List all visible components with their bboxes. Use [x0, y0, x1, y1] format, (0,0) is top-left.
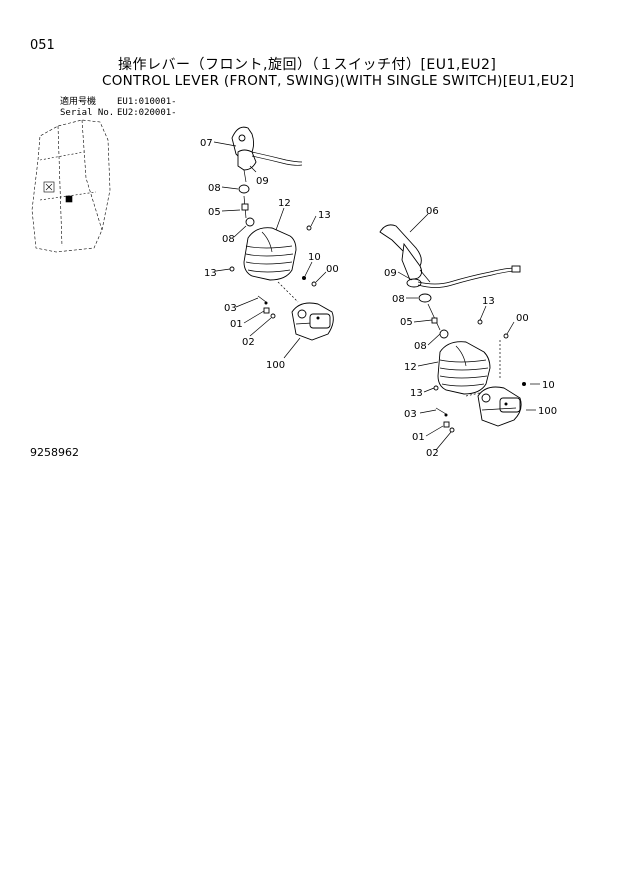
left-screw-13b	[229, 266, 235, 272]
callout-left-03: 03	[224, 303, 237, 314]
right-rod-nut	[431, 317, 438, 324]
callout-right-10: 10	[542, 380, 555, 391]
serial-label-jp: 適用号機	[60, 97, 97, 107]
left-screw-00	[311, 281, 317, 287]
right-nut-08b	[439, 329, 449, 339]
callout-left-07: 07	[200, 138, 213, 149]
serial-label-en: Serial No.	[60, 108, 115, 118]
serial-eu2: EU2:020001-	[117, 108, 177, 118]
callout-right-01: 01	[412, 432, 425, 443]
callout-left-100: 100	[266, 360, 285, 371]
left-pilot-valve-100	[291, 302, 334, 341]
left-nut-08b	[245, 217, 255, 227]
left-rod-nut	[241, 203, 249, 211]
title-japanese: 操作レバー（フロント,旋回）（１スイッチ付）[EU1,EU2]	[118, 57, 497, 73]
callout-left-13b: 13	[204, 268, 217, 279]
right-screw-10	[522, 382, 526, 386]
right-lever-grip	[379, 224, 521, 288]
left-pin-03	[257, 295, 267, 303]
callout-right-08b: 08	[414, 341, 427, 352]
right-screw-00	[503, 333, 509, 339]
left-nut-08	[238, 184, 250, 194]
callout-right-06: 06	[426, 206, 439, 217]
callout-left-08b: 08	[222, 234, 235, 245]
callout-left-02: 02	[242, 337, 255, 348]
callout-left-00: 00	[326, 264, 339, 275]
right-nut-08	[418, 293, 432, 303]
right-pin-03	[435, 407, 447, 415]
right-pilot-valve-100	[477, 386, 522, 427]
page-number: 051	[30, 38, 55, 53]
callout-right-100: 100	[538, 406, 557, 417]
right-boot-12	[437, 341, 491, 395]
serial-eu1: EU1:010001-	[117, 97, 177, 107]
right-screw-13a	[477, 319, 483, 325]
callout-right-03: 03	[404, 409, 417, 420]
right-part-01	[443, 421, 450, 428]
callout-left-09: 09	[256, 176, 269, 187]
left-screw-10	[302, 276, 306, 280]
right-rod-05	[427, 303, 441, 331]
document-id: 9258962	[30, 446, 79, 459]
callout-right-13a: 13	[482, 296, 495, 307]
callout-right-02: 02	[426, 448, 439, 459]
callout-right-09: 09	[384, 268, 397, 279]
callout-right-08a: 08	[392, 294, 405, 305]
left-assembly: 07 09 08 05 12 13 08 13 10 00 03 01 02 1…	[200, 126, 339, 371]
callout-left-08a: 08	[208, 183, 221, 194]
serial-labels: 適用号機 Serial No.	[60, 97, 114, 119]
callout-left-13a: 13	[318, 210, 331, 221]
callout-left-01: 01	[230, 319, 243, 330]
cab-location-sketch	[31, 119, 111, 253]
title-english: CONTROL LEVER (FRONT, SWING)(WITH SINGLE…	[102, 73, 575, 89]
callout-left-10: 10	[308, 252, 321, 263]
left-part-01	[263, 307, 270, 314]
callout-right-05: 05	[400, 317, 413, 328]
left-boot-12	[243, 227, 297, 281]
callout-right-13b: 13	[410, 388, 423, 399]
left-screw-13a	[306, 225, 312, 231]
callout-left-05: 05	[208, 207, 221, 218]
callout-right-00: 00	[516, 313, 529, 324]
serial-values: EU1:010001- EU2:020001-	[117, 97, 177, 119]
left-lever-grip	[231, 126, 303, 183]
callout-left-12: 12	[278, 198, 291, 209]
right-part-02	[449, 427, 455, 433]
right-assembly: 06 09 08 13 05 00 08 12 13 10 03 100 01 …	[379, 206, 557, 459]
callout-right-12: 12	[404, 362, 417, 373]
right-screw-13b	[433, 385, 439, 391]
left-part-02	[270, 313, 276, 319]
